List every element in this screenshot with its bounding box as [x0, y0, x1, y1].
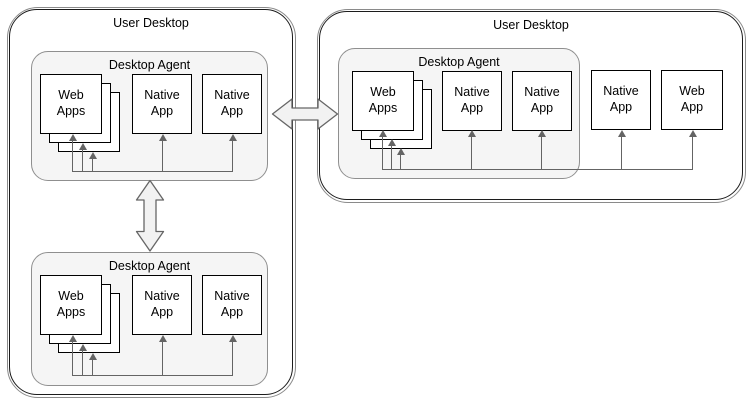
connector-line [82, 350, 84, 375]
bidirectional-arrow-horizontal-icon [271, 98, 339, 130]
arrow-up-head-icon [79, 344, 87, 351]
web-apps-box: Web Apps [40, 275, 102, 335]
desktop-title: User Desktop [493, 18, 569, 32]
connector-line [92, 158, 94, 171]
native-app-box-standalone: Native App [591, 70, 651, 130]
arrow-up-head-icon [69, 134, 77, 141]
connector-line [162, 140, 164, 171]
agent-title: Desktop Agent [108, 259, 191, 273]
arrow-up-head-icon [538, 130, 546, 137]
arrow-up-head-icon [689, 130, 697, 137]
connector-line [92, 359, 94, 375]
agent-title: Desktop Agent [418, 55, 500, 69]
app-label: Native App [603, 84, 639, 114]
arrow-up-head-icon [397, 148, 405, 155]
connector-line [400, 154, 402, 169]
app-label: Web Apps [56, 88, 86, 118]
arrow-up-head-icon [229, 134, 237, 141]
native-app-box: Native App [202, 74, 262, 134]
bidirectional-arrow-vertical-icon [135, 179, 165, 252]
desktop-agent-top-left: Desktop Agent Web Apps Native App Native… [31, 51, 268, 181]
arrow-up-head-icon [159, 335, 167, 342]
app-label: Native App [144, 88, 180, 118]
app-label: Web App [679, 84, 705, 114]
web-apps-box: Web Apps [40, 74, 102, 134]
arrow-up-head-icon [159, 134, 167, 141]
connector-line [692, 136, 694, 169]
arrow-up-head-icon [388, 139, 396, 146]
desktop-agent-right: Desktop Agent Web Apps Native App Native… [338, 48, 580, 179]
native-app-box: Native App [512, 71, 572, 131]
connector-line [72, 140, 74, 171]
native-app-box: Native App [442, 71, 502, 131]
native-app-box: Native App [202, 275, 262, 335]
arrow-up-head-icon [229, 335, 237, 342]
connection-bus [382, 169, 693, 171]
arrow-up-head-icon [79, 143, 87, 150]
connector-line [541, 136, 543, 169]
connector-line [82, 149, 84, 171]
connector-line [162, 341, 164, 375]
connection-bus [72, 171, 233, 173]
connector-line [391, 145, 393, 169]
web-apps-box: Web Apps [352, 71, 414, 131]
connector-line [621, 136, 623, 169]
app-label: Native App [214, 289, 250, 319]
arrow-up-head-icon [89, 152, 97, 159]
app-label: Native App [144, 289, 180, 319]
app-label: Native App [214, 88, 250, 118]
arrow-up-head-icon [618, 130, 626, 137]
desktop-title: User Desktop [113, 16, 189, 30]
arrow-up-head-icon [69, 335, 77, 342]
app-label: Web Apps [368, 85, 398, 115]
native-app-box: Native App [132, 275, 192, 335]
native-app-box: Native App [132, 74, 192, 134]
app-label: Web Apps [56, 289, 86, 319]
connection-bus [72, 375, 233, 377]
connector-line [382, 136, 384, 169]
web-app-box-standalone: Web App [661, 70, 723, 130]
connector-line [232, 140, 234, 171]
connector-line [471, 136, 473, 169]
arrow-up-head-icon [468, 130, 476, 137]
agent-title: Desktop Agent [108, 58, 191, 72]
connector-line [72, 341, 74, 375]
user-desktop-right: User Desktop Desktop Agent Web Apps Nati… [317, 9, 746, 203]
arrow-up-head-icon [379, 130, 387, 137]
desktop-agent-bottom-left: Desktop Agent Web Apps Native App Native… [31, 252, 268, 386]
app-label: Native App [454, 85, 490, 115]
connector-line [232, 341, 234, 375]
app-label: Native App [524, 85, 560, 115]
user-desktop-left: User Desktop Desktop Agent Web Apps Nati… [7, 7, 296, 398]
arrow-up-head-icon [89, 353, 97, 360]
